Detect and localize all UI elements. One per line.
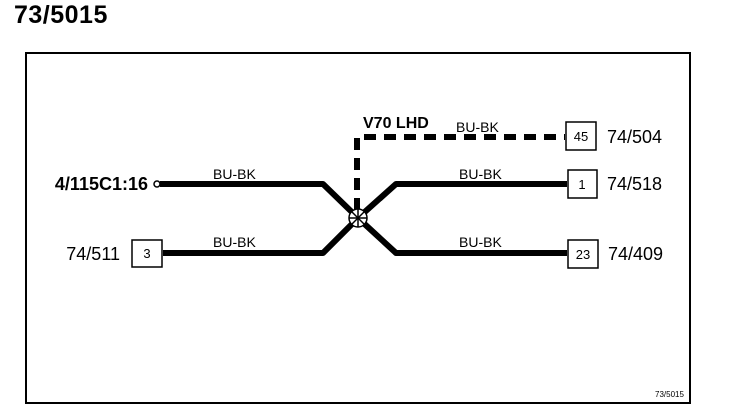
wire-color-label-right-top: BU-BK — [459, 166, 502, 182]
diagram-frame — [25, 52, 691, 404]
splice-reference-label: 73/5015 — [655, 390, 684, 399]
splice-icon — [348, 208, 368, 228]
pin-left-bottom-label: 3 — [143, 246, 150, 261]
variant-label: V70 LHD — [363, 115, 429, 132]
wire-color-label-left-top: BU-BK — [213, 166, 256, 182]
wire-right-bottom — [355, 215, 567, 256]
wire-dashed-v70 — [354, 134, 565, 210]
connector-left-bottom-label: 74/511 — [66, 244, 120, 264]
connector-left-top-label: 4/115C1:16 — [55, 174, 148, 194]
connector-right-dashed-label: 74/504 — [607, 127, 662, 147]
pin-box-right-top — [567, 169, 598, 199]
pin-right-bottom-label: 23 — [576, 247, 590, 262]
wire-left-top — [160, 181, 361, 221]
pin-box-left-bottom — [131, 239, 163, 268]
page-title: 73/5015 — [14, 1, 108, 29]
wire-color-label-dashed: BU-BK — [456, 119, 499, 135]
connector-right-top-label: 74/518 — [607, 174, 662, 194]
wire-right-top — [355, 181, 567, 221]
connector-right-bottom-label: 74/409 — [608, 244, 663, 264]
pin-box-right-bottom — [567, 239, 599, 269]
wire-color-label-right-bottom: BU-BK — [459, 234, 502, 250]
ring-terminal-icon — [153, 180, 161, 188]
wire-color-label-left-bottom: BU-BK — [213, 234, 256, 250]
pin-box-right-dashed — [565, 121, 597, 151]
pin-right-top-label: 1 — [578, 177, 585, 192]
wire-left-bottom — [163, 215, 361, 256]
pin-right-dashed-label: 45 — [574, 129, 588, 144]
